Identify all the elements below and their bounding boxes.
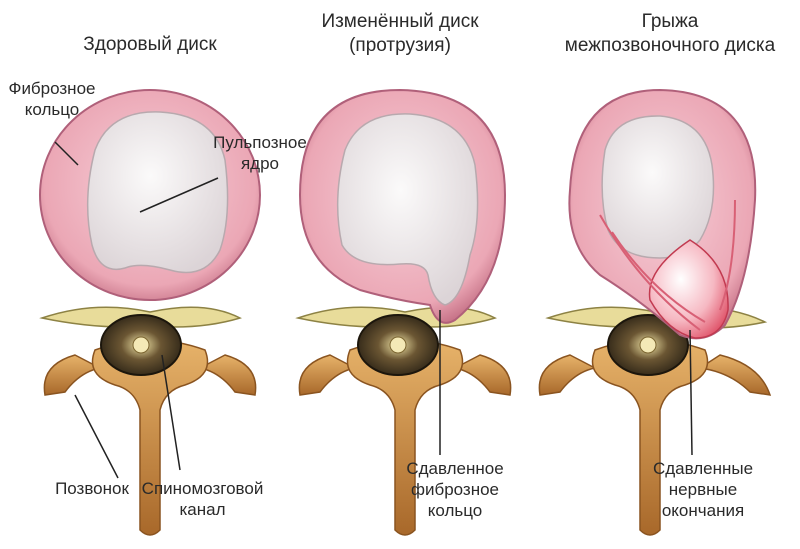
disc-1 xyxy=(39,89,261,301)
label-compressed-annulus: Сдавленное фиброзное кольцо xyxy=(406,459,504,520)
label-vertebra: Позвонок xyxy=(55,479,129,498)
spinal-canal-1 xyxy=(100,314,182,376)
panel-healthy xyxy=(39,89,261,536)
leader-nucleus xyxy=(139,177,219,213)
panel-hernia xyxy=(538,88,772,536)
label-compressed-nerves: Сдавленные нервные окончания xyxy=(652,459,754,520)
disc-2 xyxy=(298,88,507,324)
panel-changed xyxy=(295,88,512,536)
disc-3 xyxy=(568,88,757,340)
title-healthy-disc: Здоровый диск xyxy=(83,34,217,55)
label-spinal-canal: Спиномозговой канал xyxy=(141,479,264,519)
spinal-canal-2 xyxy=(357,314,439,376)
label-annulus: Фиброзное кольцо xyxy=(8,79,96,119)
leader-vertebra xyxy=(74,394,119,479)
spinal-canal-3 xyxy=(607,314,689,376)
label-nucleus: Пульпозное ядро xyxy=(213,133,307,173)
title-changed-disc: Изменённый диск (протрузия) xyxy=(321,11,479,56)
title-hernia: Грыжа межпозвоночного диска xyxy=(564,11,776,56)
leader-annulus xyxy=(54,141,79,166)
leader-canal xyxy=(161,354,181,471)
leader-compressed-nerves xyxy=(689,329,693,456)
